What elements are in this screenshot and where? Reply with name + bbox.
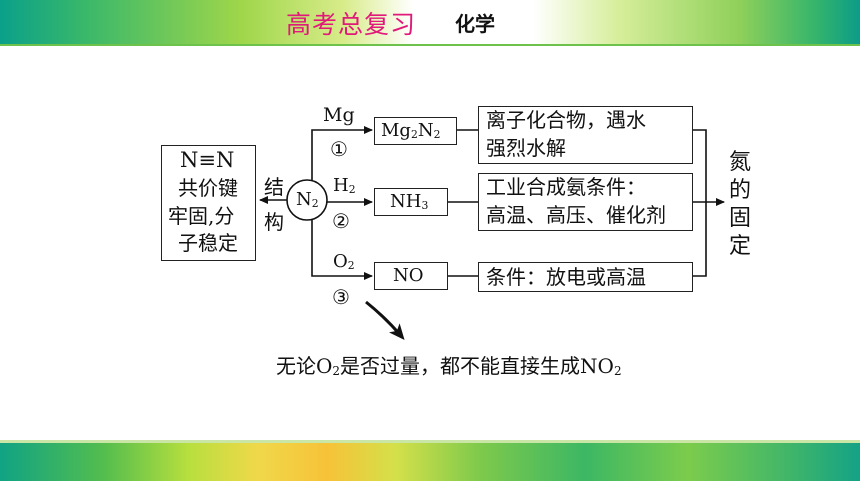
footer-highlight — [0, 440, 860, 443]
fixation-char-2: 的 — [729, 178, 752, 203]
fixation-char-1: 氮 — [729, 150, 752, 175]
structure-label-1: 结 — [264, 175, 284, 199]
page-title: 高考总复习 — [286, 10, 417, 39]
mg3n2-formula: Mg2N2 — [381, 120, 441, 141]
no-box — [374, 262, 448, 290]
nh3-note-line-1: 工业合成氨条件： — [486, 175, 646, 199]
nh3-note-box — [478, 173, 693, 231]
fixation-char-4: 定 — [729, 234, 752, 259]
number-3: ③ — [332, 285, 350, 309]
no-note-line: 条件：放电或高温 — [486, 265, 646, 289]
covalent-bond-text: 共价键 — [178, 176, 238, 200]
footer-banner — [0, 440, 860, 481]
reagent-mg: Mg — [323, 104, 355, 126]
stable-text-1: 牢固,分 — [168, 204, 235, 228]
n2-circle — [286, 179, 328, 221]
reagent-h2: H2 — [333, 175, 356, 196]
curved-arrow — [365, 300, 405, 341]
n2-formula: N2 — [296, 189, 319, 210]
subject-label: 化学 — [455, 12, 495, 36]
mg3n2-note-line-1: 离子化合物，遇水 — [486, 108, 646, 132]
no2-note: 无论O2是否过量，都不能直接生成NO2 — [276, 354, 622, 378]
nh3-note-line-2: 高温、高压、催化剂 — [486, 203, 666, 227]
header-divider — [0, 44, 860, 46]
number-2: ② — [332, 209, 350, 233]
number-1: ① — [330, 137, 348, 161]
fixation-char-3: 固 — [729, 206, 752, 231]
header-banner — [0, 0, 860, 44]
branch-mg — [311, 126, 373, 181]
nh3-box — [374, 188, 448, 216]
no-note-box — [478, 262, 693, 292]
stable-text-2: 子稳定 — [178, 231, 238, 255]
bracket-bottom — [693, 202, 707, 277]
bracket-top — [693, 129, 707, 202]
mg3n2-box — [374, 117, 457, 145]
nh3-formula: NH3 — [390, 191, 429, 212]
n2-structure-box — [161, 145, 256, 261]
mg3n2-note-box — [478, 106, 693, 164]
branch-o2 — [311, 219, 373, 280]
triple-bond-text: N≡N — [180, 148, 235, 172]
structure-label-2: 构 — [264, 210, 284, 234]
no-formula: NO — [393, 265, 424, 286]
mg3n2-note-line-2: 强烈水解 — [486, 136, 566, 160]
reagent-o2: O2 — [333, 251, 355, 272]
